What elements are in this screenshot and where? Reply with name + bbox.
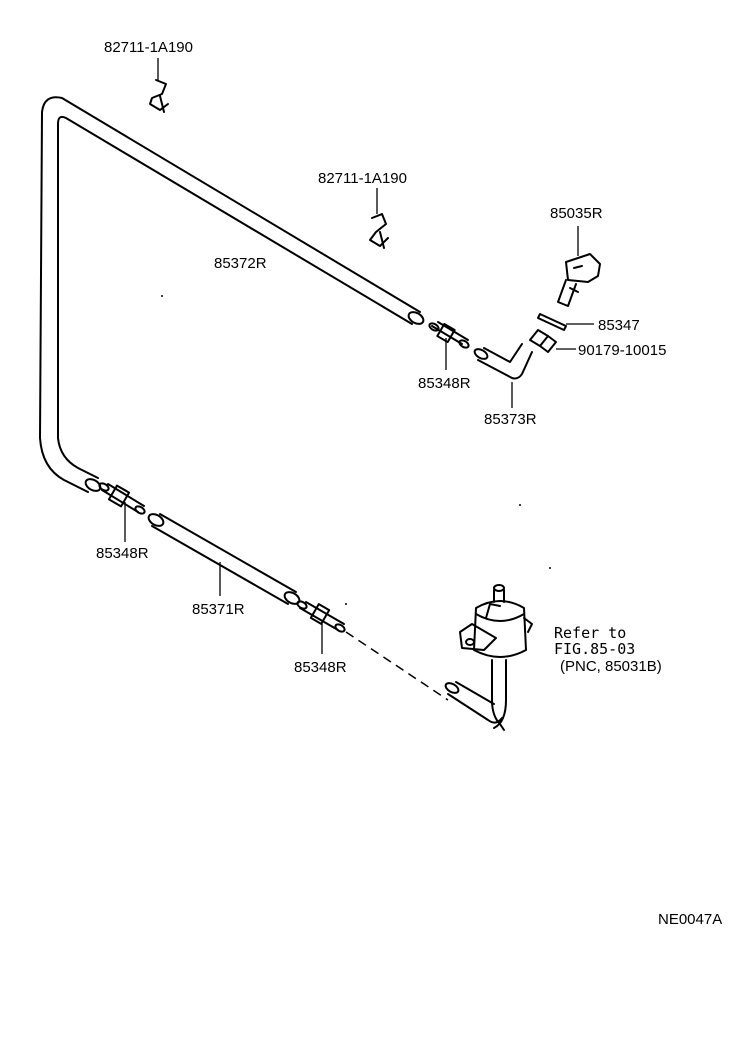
print-dot <box>345 603 347 605</box>
dashed-connection <box>345 631 449 701</box>
print-dot <box>161 295 163 297</box>
nozzle <box>557 226 601 307</box>
label-hose-elbow: 85373R <box>484 411 537 428</box>
hose-85373r <box>473 343 533 408</box>
label-joint-left: 85348R <box>96 545 149 562</box>
label-joint-top: 85348R <box>418 375 471 392</box>
label-hose-long: 85372R <box>214 255 267 272</box>
label-clip-top: 82711-1A190 <box>104 39 193 56</box>
label-gasket: 85347 <box>598 317 640 334</box>
joint-left <box>98 482 146 542</box>
hose-85372r <box>39 96 425 493</box>
clip-mid <box>369 188 389 249</box>
label-nozzle: 85035R <box>550 205 603 222</box>
diagram-code: NE0047A <box>658 911 722 928</box>
clip-top <box>149 58 169 113</box>
print-dot <box>519 504 521 506</box>
label-clip-mid: 82711-1A190 <box>318 170 407 187</box>
joint-bottom <box>296 600 346 654</box>
label-hose-mid: 85371R <box>192 601 245 618</box>
hose-85371r <box>147 513 301 605</box>
reference-line-2: FIG.85-03 <box>554 640 635 658</box>
reference-line-1: Refer to <box>554 624 626 642</box>
gasket <box>537 313 594 331</box>
reference-line-3: (PNC, 85031B) <box>560 658 662 675</box>
print-dot <box>549 567 551 569</box>
label-nut: 90179-10015 <box>578 342 666 359</box>
nut <box>529 329 576 353</box>
washer-pump <box>444 584 533 731</box>
label-joint-bottom: 85348R <box>294 659 347 676</box>
joint-top <box>428 321 470 370</box>
